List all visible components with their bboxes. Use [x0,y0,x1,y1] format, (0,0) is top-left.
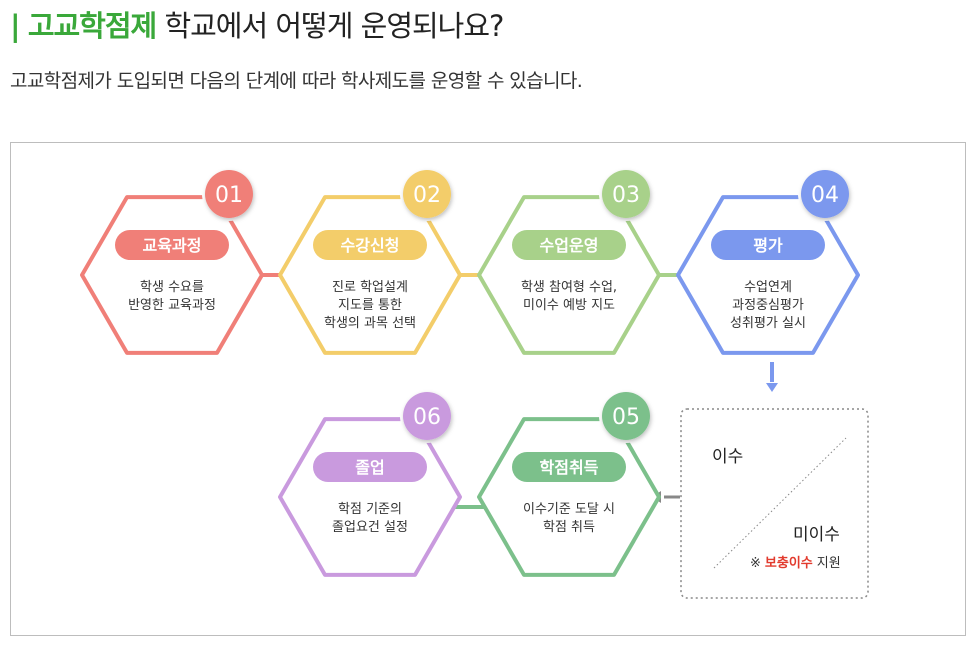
step-label: 졸업 [355,458,384,477]
step-pill [711,230,825,260]
step-pill [313,230,427,260]
step-description-line: 이수기준 도달 시 [523,502,615,517]
title-rest: 학교에서 어떻게 운영되나요? [164,9,504,43]
step-number: 05 [612,405,640,430]
decision-divider [713,437,847,569]
step-label: 교육과정 [143,236,202,255]
page-subtitle: 고교학점제가 도입되면 다음의 단계에 따라 학사제도를 운영할 수 있습니다. [10,70,583,92]
step-pill [313,452,427,482]
decision-pass-label: 이수 [712,447,743,467]
badge-circle [403,392,451,440]
step-number: 06 [413,405,441,430]
step-description-line: 미이수 예방 지도 [523,298,615,313]
note-suffix: 지원 [817,556,841,571]
step-description-line: 지도를 통한 [338,298,402,313]
step-number: 01 [215,183,243,208]
step-label: 학점취득 [540,458,599,477]
step-description-line: 진로 학업설계 [332,280,408,295]
step-number: 03 [612,183,640,208]
decision-note: ※ 보충이수 지원 [750,555,841,571]
note-prefix: ※ [750,556,761,571]
step-pill [512,230,626,260]
step-description-line: 학점 취득 [543,520,595,535]
diagram-frame [10,142,966,636]
note-highlight: 보충이수 [765,555,813,571]
step-label: 평가 [753,236,783,255]
badge-circle [801,170,849,218]
step-hexagon [477,417,661,577]
step-description-line: 학생 참여형 수업, [521,280,617,295]
badge-circle [205,170,253,218]
step-label: 수업운영 [540,236,599,255]
title-bar: | [10,9,21,43]
step-description-line: 과정중심평가 [732,298,804,313]
step-description-line: 학점 기준의 [338,502,402,517]
title-brand: 고교학점제 [27,9,157,43]
step-description-line: 반영한 교육과정 [128,298,216,313]
step-description-line: 졸업요건 설정 [332,520,408,535]
arrow-head [766,383,778,392]
step-hexagon [278,417,462,577]
step-description-line: 학생의 과목 선택 [324,316,416,331]
step-hexagon [477,195,661,355]
decision-fail-label: 미이수 [793,525,840,545]
step-number: 02 [413,183,441,208]
badge-circle [602,392,650,440]
step-pill [115,230,229,260]
step-description-line: 학생 수요를 [140,280,204,295]
decision-box: 이수 미이수 ※ 보충이수 지원 [680,408,869,599]
step-number: 04 [811,183,839,208]
step-pill [512,452,626,482]
step-label: 수강신청 [341,236,400,255]
step-description-line: 수업연계 [744,280,792,295]
page-title: | 고교학점제 학교에서 어떻게 운영되나요? [10,6,504,46]
badge-circle [602,170,650,218]
badge-circle [403,170,451,218]
step-description-line: 성취평가 실시 [730,316,806,331]
step-hexagon [80,195,264,355]
